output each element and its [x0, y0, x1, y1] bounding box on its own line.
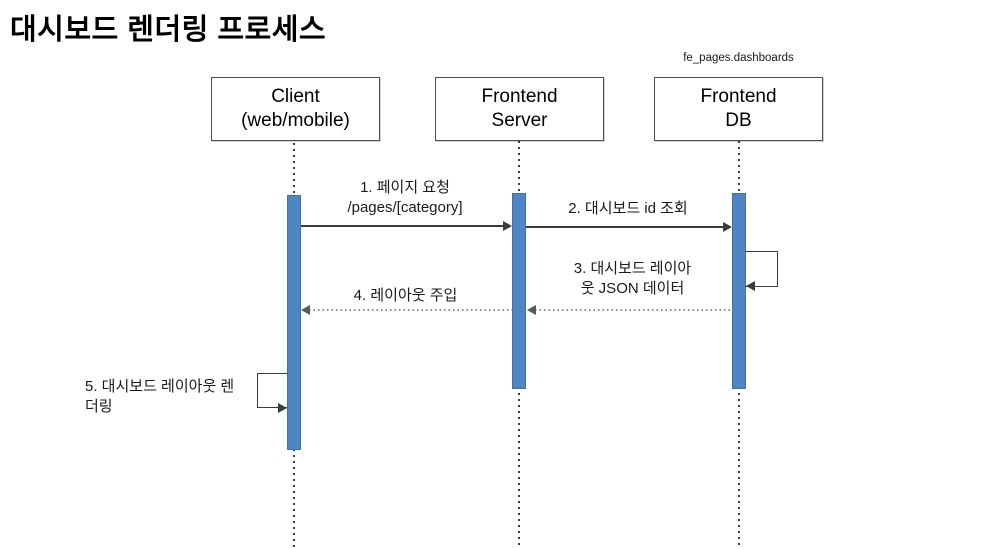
actor-box-frontend-db: Frontend DB — [654, 77, 823, 141]
actor-box-frontend-server: Frontend Server — [435, 77, 604, 141]
actor-box-client: Client (web/mobile) — [211, 77, 380, 141]
arrowhead-right-icon — [723, 222, 732, 232]
activation-bar-frontend-server — [512, 193, 526, 389]
actor-label-line: Client — [271, 86, 320, 107]
message-1-arrow — [301, 225, 504, 227]
actor-label-line: Server — [491, 110, 548, 131]
message-1-label: 1. 페이지 요청 /pages/[category] — [347, 179, 463, 216]
actor-label-line: Frontend — [481, 86, 558, 107]
arrowhead-right-icon — [503, 221, 512, 231]
actor-label-line: Frontend — [700, 86, 777, 107]
message-5-label: 5. 대시보드 레이아웃 렌 더링 — [85, 378, 235, 415]
actor-label-line: (web/mobile) — [241, 110, 350, 131]
arrowhead-left-icon — [301, 305, 310, 315]
message-3-return-arrow — [535, 309, 732, 311]
message-4-label: 4. 레이아웃 주입 — [353, 287, 458, 304]
arrowhead-left-icon — [527, 305, 536, 315]
arrowhead-left-icon — [746, 281, 755, 291]
actor-label-line: DB — [725, 110, 752, 131]
message-3-label: 3. 대시보드 레이아 웃 JSON 데이터 — [573, 260, 692, 297]
message-2-arrow — [526, 226, 724, 228]
activation-bar-client — [287, 195, 301, 450]
db-self-loop — [745, 251, 778, 287]
page-title: 대시보드 렌더링 프로세스 — [10, 14, 327, 46]
arrowhead-right-icon — [278, 403, 287, 413]
client-self-loop — [257, 373, 287, 408]
message-2-label: 2. 대시보드 id 조회 — [568, 200, 688, 217]
message-4-return-arrow — [309, 309, 512, 311]
db-table-label: fe_pages.dashboards — [683, 52, 794, 64]
activation-bar-frontend-db — [732, 193, 746, 389]
